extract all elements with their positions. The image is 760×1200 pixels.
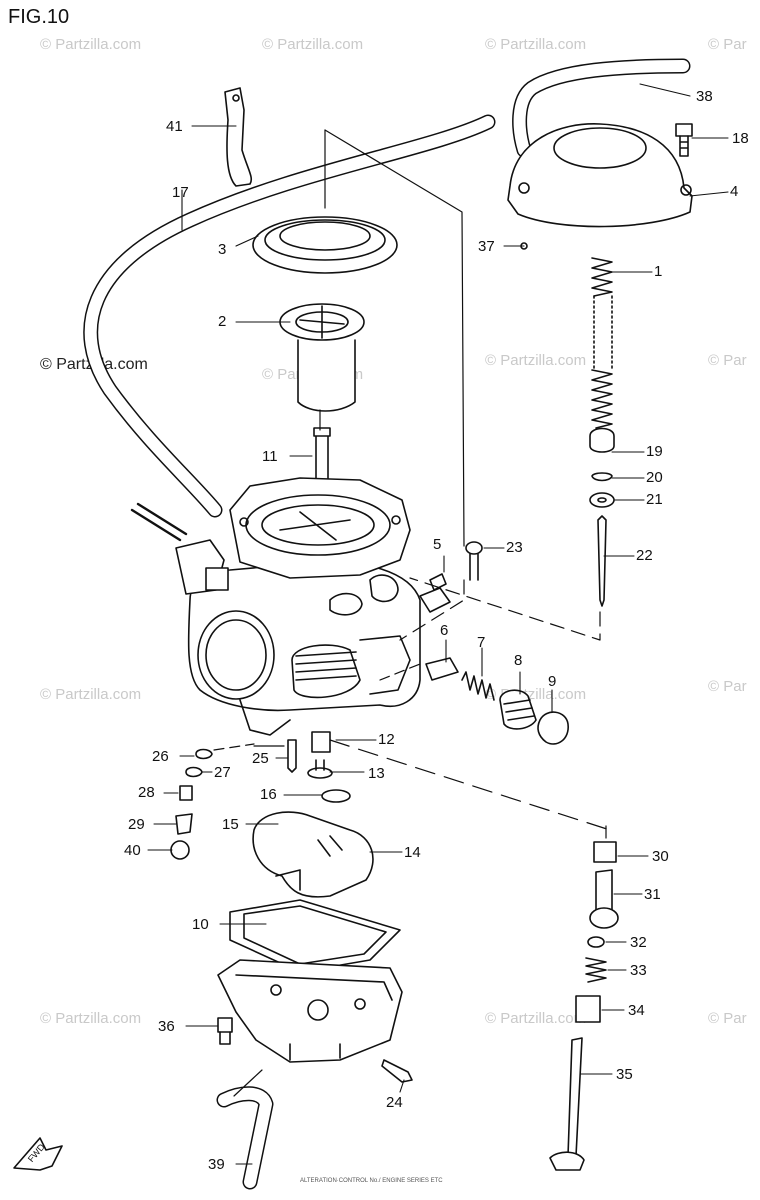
label-12: 12 xyxy=(378,731,395,748)
clip-26 xyxy=(195,748,213,760)
watermark: © Partzilla.com xyxy=(40,1010,142,1027)
washer-21 xyxy=(589,492,615,508)
label-25: 25 xyxy=(252,750,269,767)
oring-16 xyxy=(321,789,351,803)
plunger-6 xyxy=(425,657,459,681)
clip-20 xyxy=(591,472,613,482)
watermark: © Partzilla.com xyxy=(262,36,364,53)
label-15: 15 xyxy=(222,816,239,833)
label-28: 28 xyxy=(138,784,155,801)
spring-33 xyxy=(585,957,607,983)
label-34: 34 xyxy=(628,1002,645,1019)
washer-32 xyxy=(587,936,605,948)
watermark: © Partzilla.com xyxy=(485,352,587,369)
collar-34 xyxy=(575,995,601,1023)
label-32: 32 xyxy=(630,934,647,951)
assembly-lines xyxy=(213,129,611,1097)
label-18: 18 xyxy=(732,130,749,147)
diaphragm-3 xyxy=(252,216,398,274)
label-8: 8 xyxy=(514,652,523,669)
screw-35 xyxy=(549,1037,585,1171)
spring-1 xyxy=(591,257,613,429)
label-9: 9 xyxy=(548,673,557,690)
label-5: 5 xyxy=(433,536,442,553)
label-39: 39 xyxy=(208,1156,225,1173)
jet-28 xyxy=(179,785,193,801)
figure-title: FIG.10 xyxy=(8,6,70,28)
label-4: 4 xyxy=(730,183,739,200)
spring-7 xyxy=(461,671,495,701)
label-14: 14 xyxy=(404,844,421,861)
watermark: © Par xyxy=(708,36,747,53)
nut-30 xyxy=(593,841,617,863)
label-35: 35 xyxy=(616,1066,633,1083)
float-14 xyxy=(252,811,374,898)
label-29: 29 xyxy=(128,816,145,833)
jet-needle-22 xyxy=(597,515,607,607)
label-16: 16 xyxy=(260,786,277,803)
label-36: 36 xyxy=(158,1018,175,1035)
label-6: 6 xyxy=(440,622,449,639)
watermark: © Partzilla.com xyxy=(40,686,142,703)
screw-18 xyxy=(675,123,693,157)
label-3: 3 xyxy=(218,241,227,258)
watermark: © Par xyxy=(708,352,747,369)
label-33: 33 xyxy=(630,962,647,979)
label-30: 30 xyxy=(652,848,669,865)
float-bowl xyxy=(217,959,403,1063)
label-26: 26 xyxy=(152,748,169,765)
screw-29 xyxy=(175,813,193,835)
label-10: 10 xyxy=(192,916,209,933)
label-19: 19 xyxy=(646,443,663,460)
label-24: 24 xyxy=(386,1094,403,1111)
label-37: 37 xyxy=(478,238,495,255)
label-1: 1 xyxy=(654,263,663,280)
fitting-8 xyxy=(499,689,537,730)
watermark: © Par xyxy=(708,678,747,695)
label-11: 11 xyxy=(262,448,278,465)
watermark: © Par xyxy=(708,1010,747,1027)
screw-24 xyxy=(381,1059,413,1083)
label-38: 38 xyxy=(696,88,713,105)
label-22: 22 xyxy=(636,547,653,564)
fwd-arrow xyxy=(13,1137,63,1171)
watermark: © Partzilla.com xyxy=(485,1010,587,1027)
leader-lines xyxy=(147,83,729,1165)
watermark: © Partzilla.com xyxy=(485,36,587,53)
screw-36 xyxy=(217,1017,233,1045)
label-21: 21 xyxy=(646,491,663,508)
cap-9 xyxy=(537,711,569,745)
label-20: 20 xyxy=(646,469,663,486)
jet-12 xyxy=(311,731,331,753)
label-23: 23 xyxy=(506,539,523,556)
screw-25 xyxy=(287,739,297,773)
label-40: 40 xyxy=(124,842,141,859)
label-27: 27 xyxy=(214,764,231,781)
screw-23 xyxy=(465,541,483,581)
hose-38 xyxy=(512,58,691,158)
bracket-41 xyxy=(224,87,253,187)
cap-40 xyxy=(170,840,190,860)
footer-note: ALTERATION·CONTROL No./ ENGINE SERIES ET… xyxy=(300,1178,443,1184)
label-2: 2 xyxy=(218,313,227,330)
drain-hose-39 xyxy=(216,1086,274,1190)
watermark: © Partzilla.com xyxy=(40,36,142,53)
label-31: 31 xyxy=(644,886,661,903)
label-41: 41 xyxy=(166,118,183,135)
label-7: 7 xyxy=(477,634,486,651)
hose-17 xyxy=(83,114,496,518)
spring-seat-19 xyxy=(589,427,615,453)
clip-27 xyxy=(185,766,203,778)
gasket-10 xyxy=(229,899,401,973)
carburetor-body xyxy=(130,477,451,736)
label-13: 13 xyxy=(368,765,385,782)
piston-2 xyxy=(279,303,365,412)
top-cap-4 xyxy=(507,123,693,228)
label-17: 17 xyxy=(172,184,189,201)
jet-13 xyxy=(307,759,333,779)
